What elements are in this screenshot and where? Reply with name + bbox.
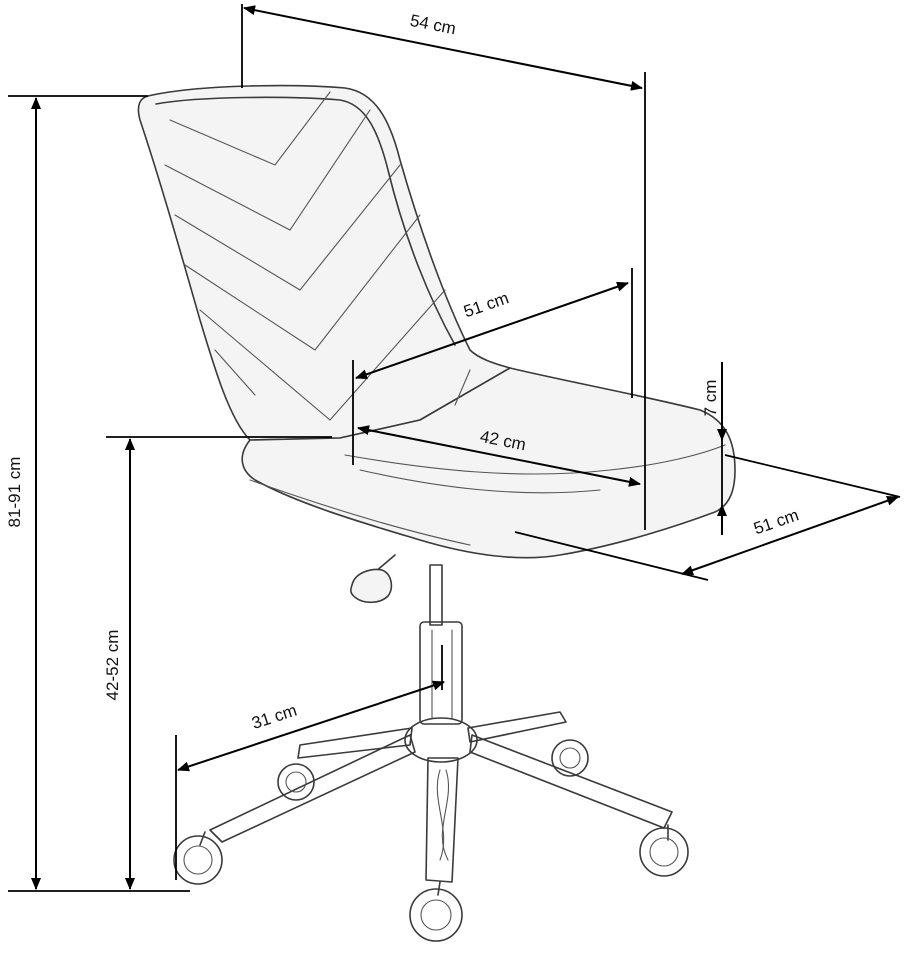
- dim-base-radius-arrow: [177, 680, 445, 772]
- label-seat-height: 42-52 cm: [103, 630, 122, 701]
- caster-back-right: [551, 739, 589, 777]
- dim-width-top-arrow: [243, 5, 643, 91]
- caster-front-right: [639, 824, 689, 877]
- label-total-height: 81-91 cm: [5, 457, 24, 528]
- backrest: [137, 84, 511, 441]
- ext-line-seat-back: [724, 454, 901, 498]
- dim-back-width-arrow: [355, 281, 629, 380]
- dim-seat-depth-arrow: [357, 425, 641, 487]
- ext-line-seat-front: [514, 531, 709, 581]
- label-width-top: 54 cm: [409, 11, 458, 38]
- label-base-radius: 31 cm: [249, 701, 299, 733]
- label-back-width: 51 cm: [461, 288, 511, 321]
- dimension-lines: [8, 4, 901, 892]
- gas-lift-column: [419, 564, 463, 725]
- dim-seat-width-arrow: [681, 495, 899, 576]
- height-lever: [350, 554, 396, 604]
- caster-front-center: [409, 881, 463, 942]
- caster-back-left: [277, 763, 315, 801]
- casters: [173, 739, 689, 942]
- caster-front-left: [173, 831, 223, 885]
- label-seat-thickness: 7 cm: [701, 380, 720, 417]
